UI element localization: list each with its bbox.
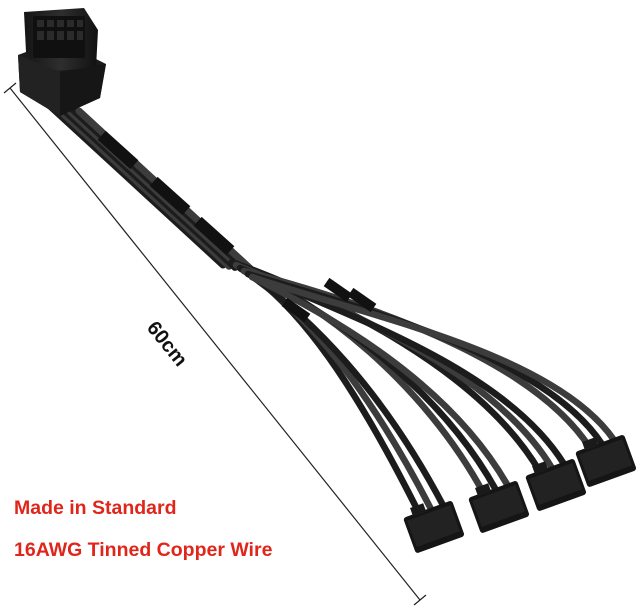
pcie-connector-1: [403, 501, 465, 553]
split-clip: [323, 277, 353, 303]
pcie-connector-4: [575, 435, 637, 487]
caption-made-in-standard: Made in Standard: [14, 497, 177, 519]
top-connector: [18, 8, 106, 116]
dimension-label: 60cm: [142, 317, 191, 371]
cable-comb: [97, 130, 139, 170]
cable-bundle: [45, 101, 257, 275]
fan-out-wires: [228, 258, 618, 519]
cable-comb: [149, 176, 191, 216]
fan-wire: [248, 273, 618, 444]
split-clip: [281, 297, 311, 323]
pcie-connector-3: [525, 459, 587, 511]
cable-comb: [193, 216, 235, 256]
caption-wire-spec: 16AWG Tinned Copper Wire: [14, 539, 273, 561]
dimension-line: [3, 82, 427, 606]
fan-wire: [248, 273, 512, 490]
split-clip: [347, 287, 377, 313]
pcie-connector-2: [468, 481, 530, 533]
